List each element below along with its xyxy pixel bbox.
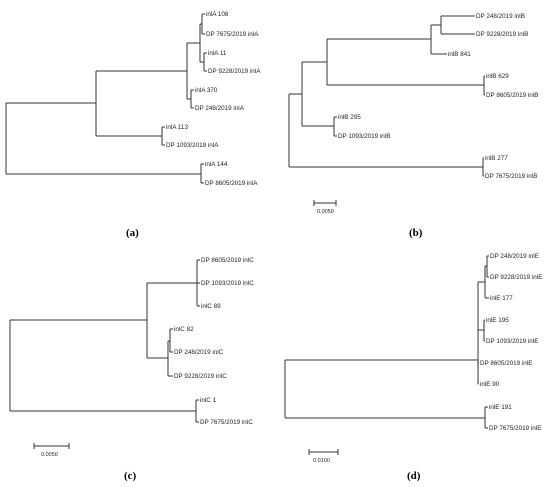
tree-a-leaf: inlA 144 xyxy=(205,161,228,168)
tree-b-leaf: inlB 629 xyxy=(486,73,509,80)
tree-b-leaf: DP 248/2019 inlB xyxy=(476,13,525,20)
tree-b-leaf: inlB 295 xyxy=(338,114,361,121)
tree-d-leaf: DP 7675/2019 inlE xyxy=(489,425,541,432)
tree-d-leaf: inlE 195 xyxy=(486,317,509,324)
tree-c-leaf: DP 9228/2019 inlC xyxy=(174,373,227,380)
tree-panel-a: inlA 108 DP 7675/2019 inlA inlA 11 DP 92… xyxy=(5,11,261,239)
tree-c-leaf-labels: DP 8605/2019 inlC DP 1093/2019 inlC inlC… xyxy=(174,257,254,426)
tree-a-leaf: DP 1093/2019 inlA xyxy=(166,142,219,149)
tree-c-leaf: inlC 82 xyxy=(174,326,194,333)
tree-c-leaf: DP 1093/2019 inlC xyxy=(201,280,254,287)
tree-d-leaf: DP 8605/2019 inlE xyxy=(480,360,532,367)
tree-d-leaf: DP 9228/2019 inlE xyxy=(490,274,542,281)
tree-b-leaf: DP 8605/2019 inlB xyxy=(486,92,538,99)
tree-d-scale-label: 0.0100 xyxy=(313,458,330,464)
tree-a-leaf: DP 8605/2019 inlA xyxy=(205,180,258,187)
tree-b-leaf: DP 1093/2019 inlB xyxy=(338,133,390,140)
tree-d-leaf: DP 1093/2019 inlE xyxy=(486,338,538,345)
tree-c-leaf: DP 7675/2019 inlC xyxy=(200,419,253,426)
tree-d-leaf: inlE 90 xyxy=(480,381,500,388)
panel-label-a: (a) xyxy=(126,227,139,239)
tree-b-leaf: DP 9228/2019 inlB xyxy=(476,31,528,38)
tree-a-leaf: inlA 11 xyxy=(208,50,227,57)
tree-a-leaf: DP 7675/2019 inlA xyxy=(206,31,259,38)
tree-c-leaf: DP 8605/2019 inlC xyxy=(201,257,254,264)
tree-a-leaf: inlA 113 xyxy=(166,124,188,131)
tree-panel-b: DP 248/2019 inlB DP 9228/2019 inlB inlB … xyxy=(288,13,538,239)
tree-d-scale-bar: 0.0100 xyxy=(308,449,339,464)
panel-label-b: (b) xyxy=(409,227,423,239)
tree-b-branches xyxy=(288,15,485,177)
tree-d-leaf: DP 248/2019 inlE xyxy=(490,253,539,260)
tree-a-leaf: DP 248/2019 inlA xyxy=(195,105,245,112)
tree-c-leaf: inlC 1 xyxy=(200,397,217,404)
tree-panel-c: DP 8605/2019 inlC DP 1093/2019 inlC inlC… xyxy=(9,257,254,482)
tree-d-branches xyxy=(284,255,489,429)
panel-label-d: (d) xyxy=(407,470,421,482)
tree-d-leaf: inlE 177 xyxy=(490,295,513,302)
tree-b-leaf: inlB 841 xyxy=(448,51,471,58)
tree-b-leaf-labels: DP 248/2019 inlB DP 9228/2019 inlB inlB … xyxy=(338,13,538,180)
tree-c-leaf: DP 248/2019 inlC xyxy=(174,349,224,356)
tree-b-leaf: inlB 277 xyxy=(485,155,508,162)
tree-b-scale-label: 0.0050 xyxy=(317,209,334,215)
panel-label-c: (c) xyxy=(124,470,137,482)
tree-a-leaf: DP 9228/2019 inlA xyxy=(208,68,261,75)
tree-a-leaf: inlA 370 xyxy=(195,87,218,94)
tree-c-scale-label: 0.0050 xyxy=(41,452,58,458)
tree-panel-d: DP 248/2019 inlE DP 9228/2019 inlE inlE … xyxy=(284,253,542,482)
tree-a-branches xyxy=(5,13,207,184)
tree-a-leaf-labels: inlA 108 DP 7675/2019 inlA inlA 11 DP 92… xyxy=(166,11,261,187)
tree-c-leaf: inlC 89 xyxy=(201,303,221,310)
tree-c-scale-bar: 0.0050 xyxy=(33,443,70,458)
tree-b-leaf: DP 7675/2019 inlB xyxy=(485,173,537,180)
tree-b-scale-bar: 0.0050 xyxy=(313,200,337,215)
tree-a-leaf: inlA 108 xyxy=(206,11,229,18)
tree-d-leaf: inlE 191 xyxy=(489,404,512,411)
tree-c-branches xyxy=(9,259,200,423)
tree-d-leaf-labels: DP 248/2019 inlE DP 9228/2019 inlE inlE … xyxy=(480,253,542,432)
